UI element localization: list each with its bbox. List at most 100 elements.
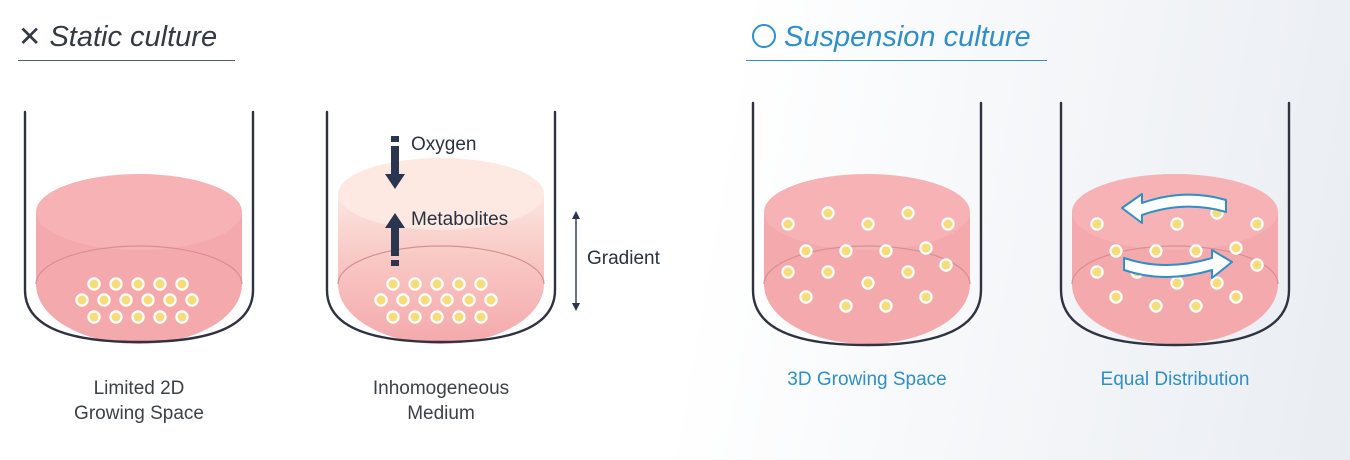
cell-dot — [462, 293, 476, 307]
medium-bottom-line — [1071, 245, 1279, 285]
cell-dot — [131, 277, 145, 291]
cell-dot — [109, 310, 123, 324]
cell-dot — [87, 277, 101, 291]
medium-bottom-line — [763, 245, 971, 285]
cell-dot — [1189, 299, 1203, 313]
suspension-culture-title: Suspension culture — [784, 21, 1031, 53]
cell-dot — [861, 276, 875, 290]
medium-bottom-line — [337, 245, 545, 285]
cell-dot — [474, 310, 488, 324]
caption-3d-growing-space: 3D Growing Space — [787, 369, 947, 390]
cell-dot — [839, 244, 853, 258]
cell-dot — [1250, 217, 1264, 231]
cell-dot — [1090, 217, 1104, 231]
cell-dot — [163, 293, 177, 307]
circle-icon — [752, 24, 776, 48]
cell-dot — [799, 244, 813, 258]
cell-dot — [430, 310, 444, 324]
oxygen-label: Oxygen — [411, 134, 477, 155]
cell-dot — [141, 293, 155, 307]
cell-cluster — [374, 277, 498, 324]
cell-dot — [901, 206, 915, 220]
cell-dot — [879, 299, 893, 313]
cell-dot — [109, 277, 123, 291]
cell-dot — [1170, 217, 1184, 231]
cell-dot — [1090, 265, 1104, 279]
cell-dot — [1109, 290, 1123, 304]
cell-dot — [939, 258, 953, 272]
cell-dot — [418, 293, 432, 307]
oxygen-arrow-icon — [385, 136, 405, 189]
cell-dot — [821, 206, 835, 220]
vessel-outline — [23, 110, 255, 344]
cell-dot — [408, 310, 422, 324]
cell-dot — [781, 265, 795, 279]
caption-equal-distribution: Equal Distribution — [1100, 369, 1250, 390]
cell-dot — [97, 293, 111, 307]
cell-dot — [1210, 276, 1224, 290]
caption-line: Limited 2D — [93, 378, 185, 399]
cell-dot — [941, 217, 955, 231]
cell-dot — [799, 290, 813, 304]
cell-dot — [879, 244, 893, 258]
cell-dot — [781, 217, 795, 231]
swirl-arrow-left-icon — [1121, 193, 1227, 224]
caption-line: Growing Space — [74, 403, 204, 424]
static-culture-heading: ✕Static culture — [18, 20, 235, 61]
cell-dot — [484, 293, 498, 307]
cell-dot — [901, 265, 915, 279]
cell-dot — [1109, 244, 1123, 258]
vessel-outline — [751, 101, 983, 347]
cell-cluster — [75, 277, 199, 324]
cell-dot — [408, 277, 422, 291]
cell-dot — [185, 293, 199, 307]
cell-dot — [440, 293, 454, 307]
gradient-arrow-icon — [572, 211, 580, 311]
metabolites-arrow-icon — [385, 213, 405, 266]
medium-top-surface — [36, 174, 242, 250]
cell-dot — [1229, 241, 1243, 255]
medium-bottom-line — [35, 245, 243, 285]
cross-icon: ✕ — [18, 21, 42, 52]
static-culture-title: Static culture — [49, 21, 218, 53]
cell-dot — [153, 310, 167, 324]
cell-dot — [839, 299, 853, 313]
cell-dot — [1189, 244, 1203, 258]
cell-dot — [1229, 290, 1243, 304]
cell-dot — [919, 290, 933, 304]
cell-dot — [821, 265, 835, 279]
cell-dot — [153, 277, 167, 291]
cell-dot — [474, 277, 488, 291]
cell-dot — [175, 310, 189, 324]
metabolites-label: Metabolites — [411, 209, 509, 230]
caption-line: Inhomogeneous — [372, 378, 510, 399]
cell-dot — [1170, 276, 1184, 290]
gradient-label: Gradient — [587, 248, 660, 269]
vessel-outline — [325, 110, 557, 344]
cell-dot — [430, 277, 444, 291]
cell-dot — [452, 310, 466, 324]
cell-dot — [175, 277, 189, 291]
suspension-culture-heading: Suspension culture — [746, 20, 1047, 61]
cell-dot — [396, 293, 410, 307]
vessel-inhomogeneous — [325, 110, 580, 344]
cell-dot — [919, 241, 933, 255]
cell-dot — [131, 310, 145, 324]
cell-dot — [374, 293, 388, 307]
caption-limited-2d: Limited 2D Growing Space — [39, 376, 239, 426]
cell-dot — [75, 293, 89, 307]
vessel-3d-growing-space — [751, 101, 983, 347]
cell-dot — [1149, 299, 1163, 313]
vessel-equal-distribution — [1059, 101, 1291, 347]
swirl-arrow-right-icon — [1123, 249, 1233, 279]
cell-dot — [386, 277, 400, 291]
cell-dot — [861, 217, 875, 231]
vessel-outline — [1059, 101, 1291, 347]
medium-top-surface — [1072, 174, 1278, 250]
cell-dot — [119, 293, 133, 307]
cell-dot — [87, 310, 101, 324]
medium-top-surface — [764, 174, 970, 250]
cell-dot — [1250, 258, 1264, 272]
caption-line: Medium — [407, 403, 475, 424]
